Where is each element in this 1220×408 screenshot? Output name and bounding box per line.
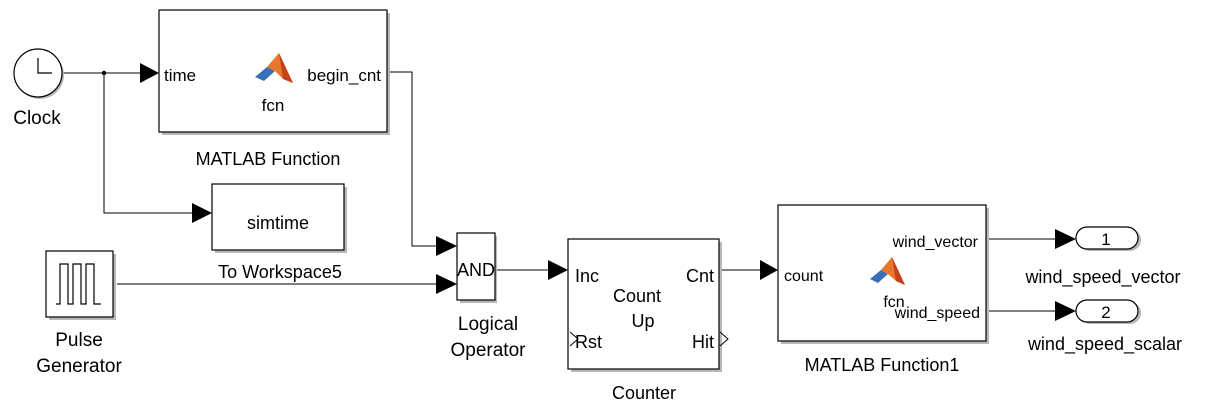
logical-name-line2: Operator xyxy=(451,340,527,361)
arrow-workspace-in xyxy=(192,203,212,223)
to-workspace-name: To Workspace5 xyxy=(218,262,342,282)
matlab-function-block[interactable]: time begin_cnt fcn MATLAB Function xyxy=(140,9,390,169)
pulse-name-line1: Pulse xyxy=(55,330,103,351)
signal-lines xyxy=(63,70,1055,312)
hit-port-icon xyxy=(719,331,729,347)
arrow-count-in xyxy=(760,260,778,280)
arrow-time-in xyxy=(140,63,159,83)
arrow-out2 xyxy=(1055,301,1076,321)
logical-operator-block[interactable]: AND Logical Operator xyxy=(436,232,527,361)
logical-name-line1: Logical xyxy=(458,314,518,335)
outport-2-name: wind_speed_scalar xyxy=(1027,334,1182,355)
workspace-var: simtime xyxy=(247,213,309,233)
to-workspace-body xyxy=(211,183,345,251)
matlab-function1-name: MATLAB Function1 xyxy=(805,355,960,375)
fcn-label: fcn xyxy=(262,96,285,115)
wire-fn-to-and[interactable] xyxy=(390,71,436,247)
fcn1-label: fcn xyxy=(883,294,904,311)
matlab-logo-icon xyxy=(255,53,293,83)
arrow-and-in1 xyxy=(436,236,457,256)
port-rst: Rst xyxy=(575,332,602,352)
outport-1-body xyxy=(1075,226,1139,250)
outport-1-name: wind_speed_vector xyxy=(1024,267,1180,288)
matlab-logo-icon xyxy=(870,257,905,285)
port-cnt: Cnt xyxy=(686,266,714,286)
port-time: time xyxy=(164,66,196,85)
outport-1-block[interactable]: 1 wind_speed_vector xyxy=(1024,226,1181,288)
to-workspace-block[interactable]: simtime To Workspace5 xyxy=(192,183,347,282)
outport-2-num: 2 xyxy=(1101,303,1110,322)
clock-block[interactable]: Clock xyxy=(13,48,64,129)
outport-2-block[interactable]: 2 wind_speed_scalar xyxy=(1027,299,1182,355)
logical-operator-body xyxy=(456,232,496,301)
port-wind-speed: wind_speed xyxy=(894,305,980,322)
counter-name: Counter xyxy=(612,383,676,403)
counter-body xyxy=(567,238,720,370)
port-begin-cnt: begin_cnt xyxy=(307,66,381,85)
pulse-generator-body xyxy=(45,250,114,318)
branch-point xyxy=(101,70,107,76)
rst-port-icon xyxy=(569,331,579,347)
outport-1-num: 1 xyxy=(1101,230,1110,249)
matlab-function-name: MATLAB Function xyxy=(196,149,341,169)
pulse-generator-block[interactable]: Pulse Generator xyxy=(36,250,122,377)
counter-body-line1: Count xyxy=(613,286,661,306)
port-count: count xyxy=(784,268,824,285)
arrow-and-in2 xyxy=(436,274,457,294)
clock-icon xyxy=(37,58,52,74)
outport-2-body xyxy=(1075,299,1139,323)
counter-body-line2: Up xyxy=(631,311,654,331)
matlab-function1-block[interactable]: count wind_vector fcn wind_speed MATLAB … xyxy=(760,204,989,375)
pulse-name-line2: Generator xyxy=(36,356,122,377)
arrow-out1 xyxy=(1055,229,1076,249)
and-label: AND xyxy=(457,260,495,280)
port-inc: Inc xyxy=(575,266,599,286)
counter-block[interactable]: Inc Rst Cnt Hit Count Up Counter xyxy=(548,238,729,403)
pulse-wave-icon xyxy=(56,263,101,305)
wire-clock-to-workspace[interactable] xyxy=(103,73,192,214)
port-wind-vector: wind_vector xyxy=(892,234,979,251)
port-hit: Hit xyxy=(692,332,714,352)
clock-label: Clock xyxy=(13,108,61,129)
arrow-inc-in xyxy=(548,260,568,280)
